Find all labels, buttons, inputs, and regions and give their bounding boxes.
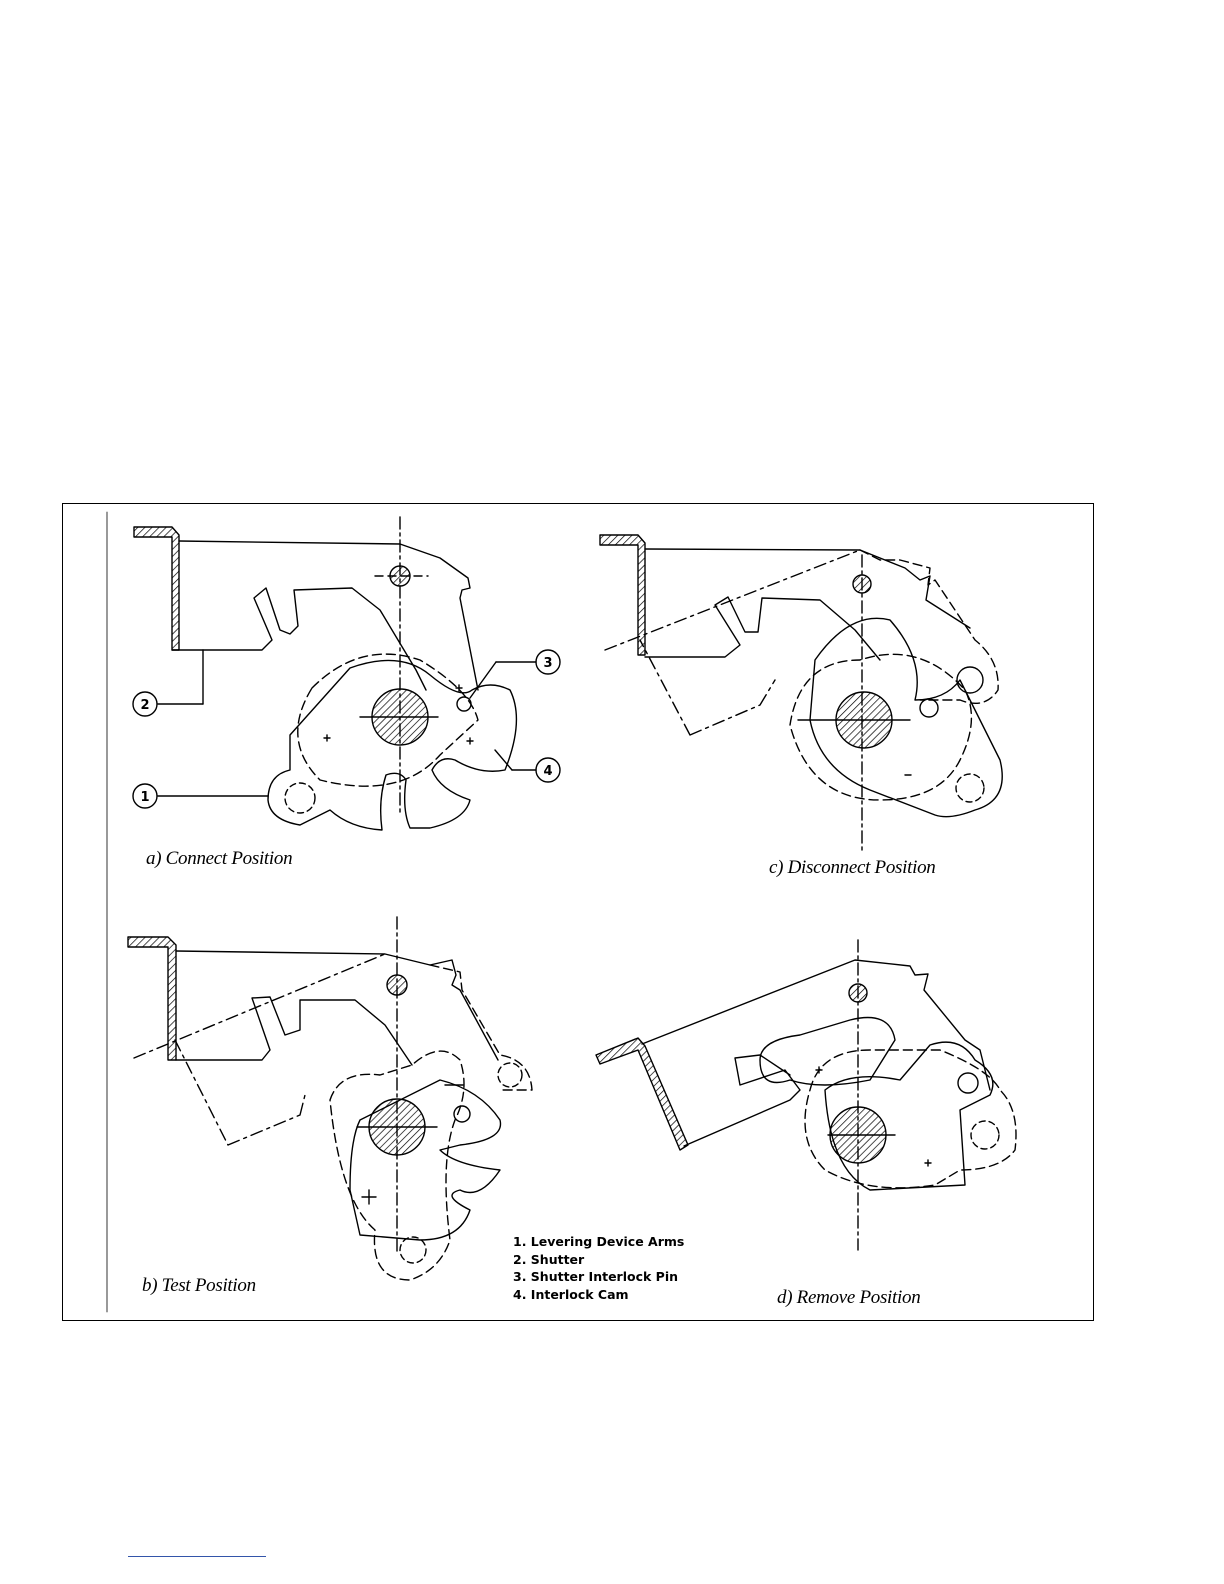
legend-item-3: 3. Shutter Interlock Pin (513, 1268, 684, 1286)
shutter-slots (684, 1055, 800, 1146)
callout-2: 2 (140, 698, 149, 713)
caption-connect-position: a) Connect Position (146, 848, 292, 870)
shutter-outline (645, 549, 970, 628)
arm-hole (285, 783, 315, 813)
interlock-cam (760, 1018, 895, 1086)
legend: 1. Levering Device Arms 2. Shutter 3. Sh… (513, 1233, 684, 1303)
callout-1: 1 (140, 790, 149, 805)
callout-3: 3 (543, 656, 552, 671)
interlock-pin (958, 1073, 978, 1093)
panel-d-drawing (596, 940, 1016, 1250)
interlock-pin (457, 697, 471, 711)
caption-test-position: b) Test Position (142, 1275, 256, 1297)
panel-b-drawing (128, 917, 532, 1280)
panel-c-drawing (600, 535, 1002, 850)
levering-arm (350, 1080, 501, 1240)
shutter-flange (596, 1038, 688, 1150)
callout-4: 4 (543, 764, 552, 779)
upper-roller (957, 667, 983, 693)
shutter-slots (172, 588, 426, 690)
legend-item-2: 2. Shutter (513, 1251, 684, 1269)
interlock-pin (454, 1106, 470, 1122)
arm-hole (400, 1237, 426, 1263)
caption-disconnect-position: c) Disconnect Position (769, 857, 935, 879)
legend-item-4: 4. Interlock Cam (513, 1286, 684, 1304)
panel-a-drawing (133, 517, 560, 830)
caption-remove-position: d) Remove Position (777, 1287, 920, 1309)
shutter-slots (176, 997, 412, 1065)
shutter-flange (134, 527, 179, 650)
arm-hole (971, 1121, 999, 1149)
legend-item-1: 1. Levering Device Arms (513, 1233, 684, 1251)
shutter-flange (128, 937, 176, 1060)
interlock-pin (920, 699, 938, 717)
shutter-outline (176, 951, 498, 1060)
arm-hole (956, 774, 984, 802)
footer-rule (128, 1556, 266, 1557)
